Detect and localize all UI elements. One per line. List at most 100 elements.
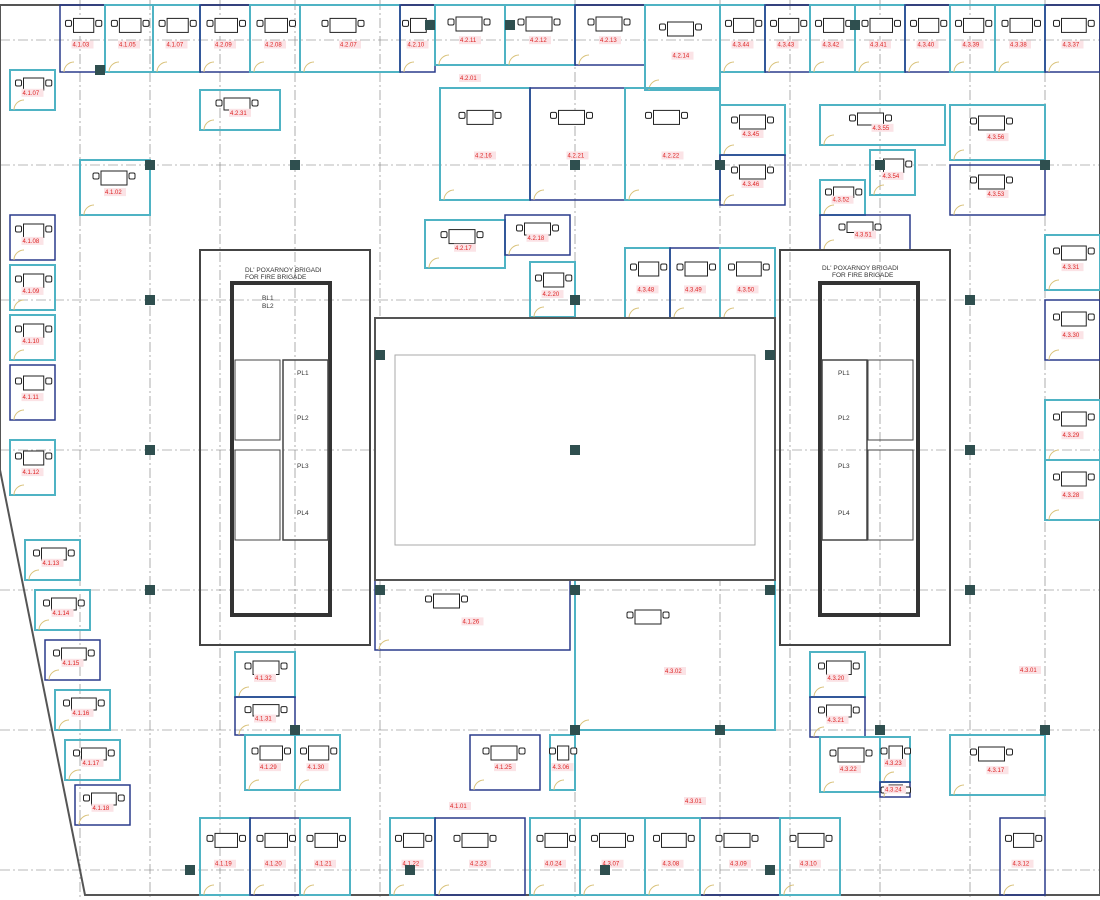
- room[interactable]: 4.3.28: [1044, 459, 1100, 521]
- door-swing: [13, 409, 25, 421]
- room[interactable]: 4.3.09: [699, 817, 781, 896]
- room[interactable]: 4.2.31: [199, 89, 281, 131]
- chair: [676, 263, 684, 271]
- room[interactable]: 4.1.12: [9, 439, 56, 496]
- room[interactable]: 4.3.38: [994, 4, 1046, 73]
- room[interactable]: 4.3.06: [549, 734, 578, 791]
- room[interactable]: 4.1.09: [9, 264, 56, 311]
- room[interactable]: 4.1.16: [54, 689, 111, 731]
- room[interactable]: 4.2.07: [299, 4, 401, 73]
- room-number: 4.3.28: [1063, 493, 1080, 499]
- room[interactable]: 4.3.46: [719, 154, 786, 206]
- room[interactable]: 4.1.05: [104, 4, 154, 73]
- room[interactable]: 4.3.37: [1044, 4, 1100, 73]
- room[interactable]: 4.1.13: [24, 539, 81, 581]
- room[interactable]: 4.2.17: [424, 219, 506, 269]
- room[interactable]: 4.1.11: [9, 364, 56, 421]
- room[interactable]: 4.3.21: [809, 696, 866, 738]
- room-label-bg: [461, 617, 484, 626]
- room[interactable]: 4.3.20: [809, 651, 866, 698]
- room[interactable]: 4.1.02: [79, 159, 151, 216]
- room[interactable]: 4.3.17: [949, 734, 1046, 796]
- room[interactable]: 4.2.09: [199, 4, 251, 73]
- room[interactable]: 4.3.43: [764, 4, 811, 73]
- chair: [15, 377, 22, 385]
- chair: [110, 19, 118, 27]
- room-wall: [1044, 299, 1100, 361]
- room[interactable]: 4.1.18: [74, 784, 131, 826]
- room[interactable]: 4.2.21: [529, 87, 626, 201]
- room[interactable]: 4.3.07: [579, 817, 646, 896]
- room[interactable]: 4.1.21: [299, 817, 351, 896]
- room[interactable]: 4.3.22: [819, 736, 881, 793]
- room-label-bg: [21, 236, 44, 245]
- room[interactable]: 4.3.40: [904, 4, 951, 73]
- room[interactable]: 4.3.44: [719, 4, 766, 73]
- room[interactable]: 4.2.23: [434, 817, 526, 896]
- room[interactable]: 4.2.14: [644, 4, 721, 91]
- chair: [852, 662, 860, 670]
- room[interactable]: 4.1.25: [469, 734, 541, 791]
- room[interactable]: 4.3.23: [879, 736, 911, 783]
- room[interactable]: 4.3.49: [669, 247, 721, 319]
- room[interactable]: 4.2.08: [249, 4, 301, 73]
- room[interactable]: 4.2.18: [504, 214, 571, 256]
- chair: [789, 834, 797, 842]
- room[interactable]: 4.1.17: [64, 739, 121, 781]
- room[interactable]: 4.3.02: [574, 579, 776, 731]
- room[interactable]: 4.1.08: [9, 214, 56, 261]
- door-swing: [253, 61, 265, 73]
- room-number: 4.3.49: [685, 287, 702, 293]
- room[interactable]: 4.3.10: [779, 817, 841, 896]
- room[interactable]: 4.2.12: [504, 4, 576, 66]
- room[interactable]: 4.1.19: [199, 817, 251, 896]
- room[interactable]: 4.3.12: [999, 817, 1046, 896]
- room[interactable]: 4.3.29: [1044, 399, 1100, 461]
- room[interactable]: 4.2.22: [624, 87, 721, 201]
- room[interactable]: 4.3.54: [869, 149, 916, 196]
- room[interactable]: 4.3.31: [1044, 234, 1100, 291]
- room[interactable]: 4.1.26: [374, 579, 571, 651]
- room-wall: [869, 149, 916, 196]
- chair: [239, 19, 246, 27]
- room[interactable]: 4.1.30: [294, 734, 341, 791]
- room-label-bg: [254, 714, 276, 723]
- door-swing: [248, 779, 260, 791]
- room[interactable]: 4.1.07: [152, 4, 201, 73]
- room[interactable]: 4.1.32: [234, 651, 296, 698]
- room[interactable]: 4.3.42: [809, 4, 856, 73]
- room[interactable]: 4.3.24: [879, 781, 911, 798]
- room[interactable]: 4.3.48: [624, 247, 671, 319]
- room[interactable]: 4.0.24: [529, 817, 581, 896]
- room[interactable]: 4.3.41: [854, 4, 906, 73]
- room-number: 4.2.13: [600, 38, 617, 44]
- room[interactable]: 4.1.07: [9, 69, 56, 111]
- room[interactable]: 4.3.56: [949, 104, 1046, 161]
- room[interactable]: 4.1.10: [9, 314, 56, 361]
- room-label-bg: [839, 765, 861, 774]
- room[interactable]: 4.1.31: [234, 696, 296, 736]
- room[interactable]: 4.2.11: [434, 4, 506, 66]
- room[interactable]: 4.2.13: [574, 4, 646, 66]
- room[interactable]: 4.3.30: [1044, 299, 1100, 361]
- room[interactable]: 4.3.51: [819, 214, 911, 251]
- room[interactable]: 4.1.20: [249, 817, 301, 896]
- room[interactable]: 4.1.15: [44, 639, 101, 681]
- room[interactable]: 4.1.03: [59, 4, 106, 73]
- room-label-bg: [118, 40, 140, 49]
- room[interactable]: 4.1.14: [34, 589, 91, 631]
- room[interactable]: 4.3.55: [819, 104, 946, 146]
- room[interactable]: 4.3.08: [644, 817, 701, 896]
- room[interactable]: 4.3.45: [719, 104, 786, 156]
- chair: [755, 19, 763, 27]
- room[interactable]: 4.3.52: [819, 179, 866, 216]
- room[interactable]: 4.2.20: [529, 261, 576, 318]
- room-number: 4.3.10: [800, 862, 817, 868]
- room[interactable]: 4.2.10: [399, 4, 436, 73]
- room[interactable]: 4.3.53: [949, 164, 1046, 216]
- room[interactable]: 4.3.39: [949, 4, 996, 73]
- room[interactable]: 4.3.50: [719, 247, 776, 319]
- room[interactable]: 4.2.16: [439, 87, 531, 201]
- room[interactable]: 4.1.29: [244, 734, 296, 791]
- room[interactable]: 4.1.22: [389, 817, 436, 896]
